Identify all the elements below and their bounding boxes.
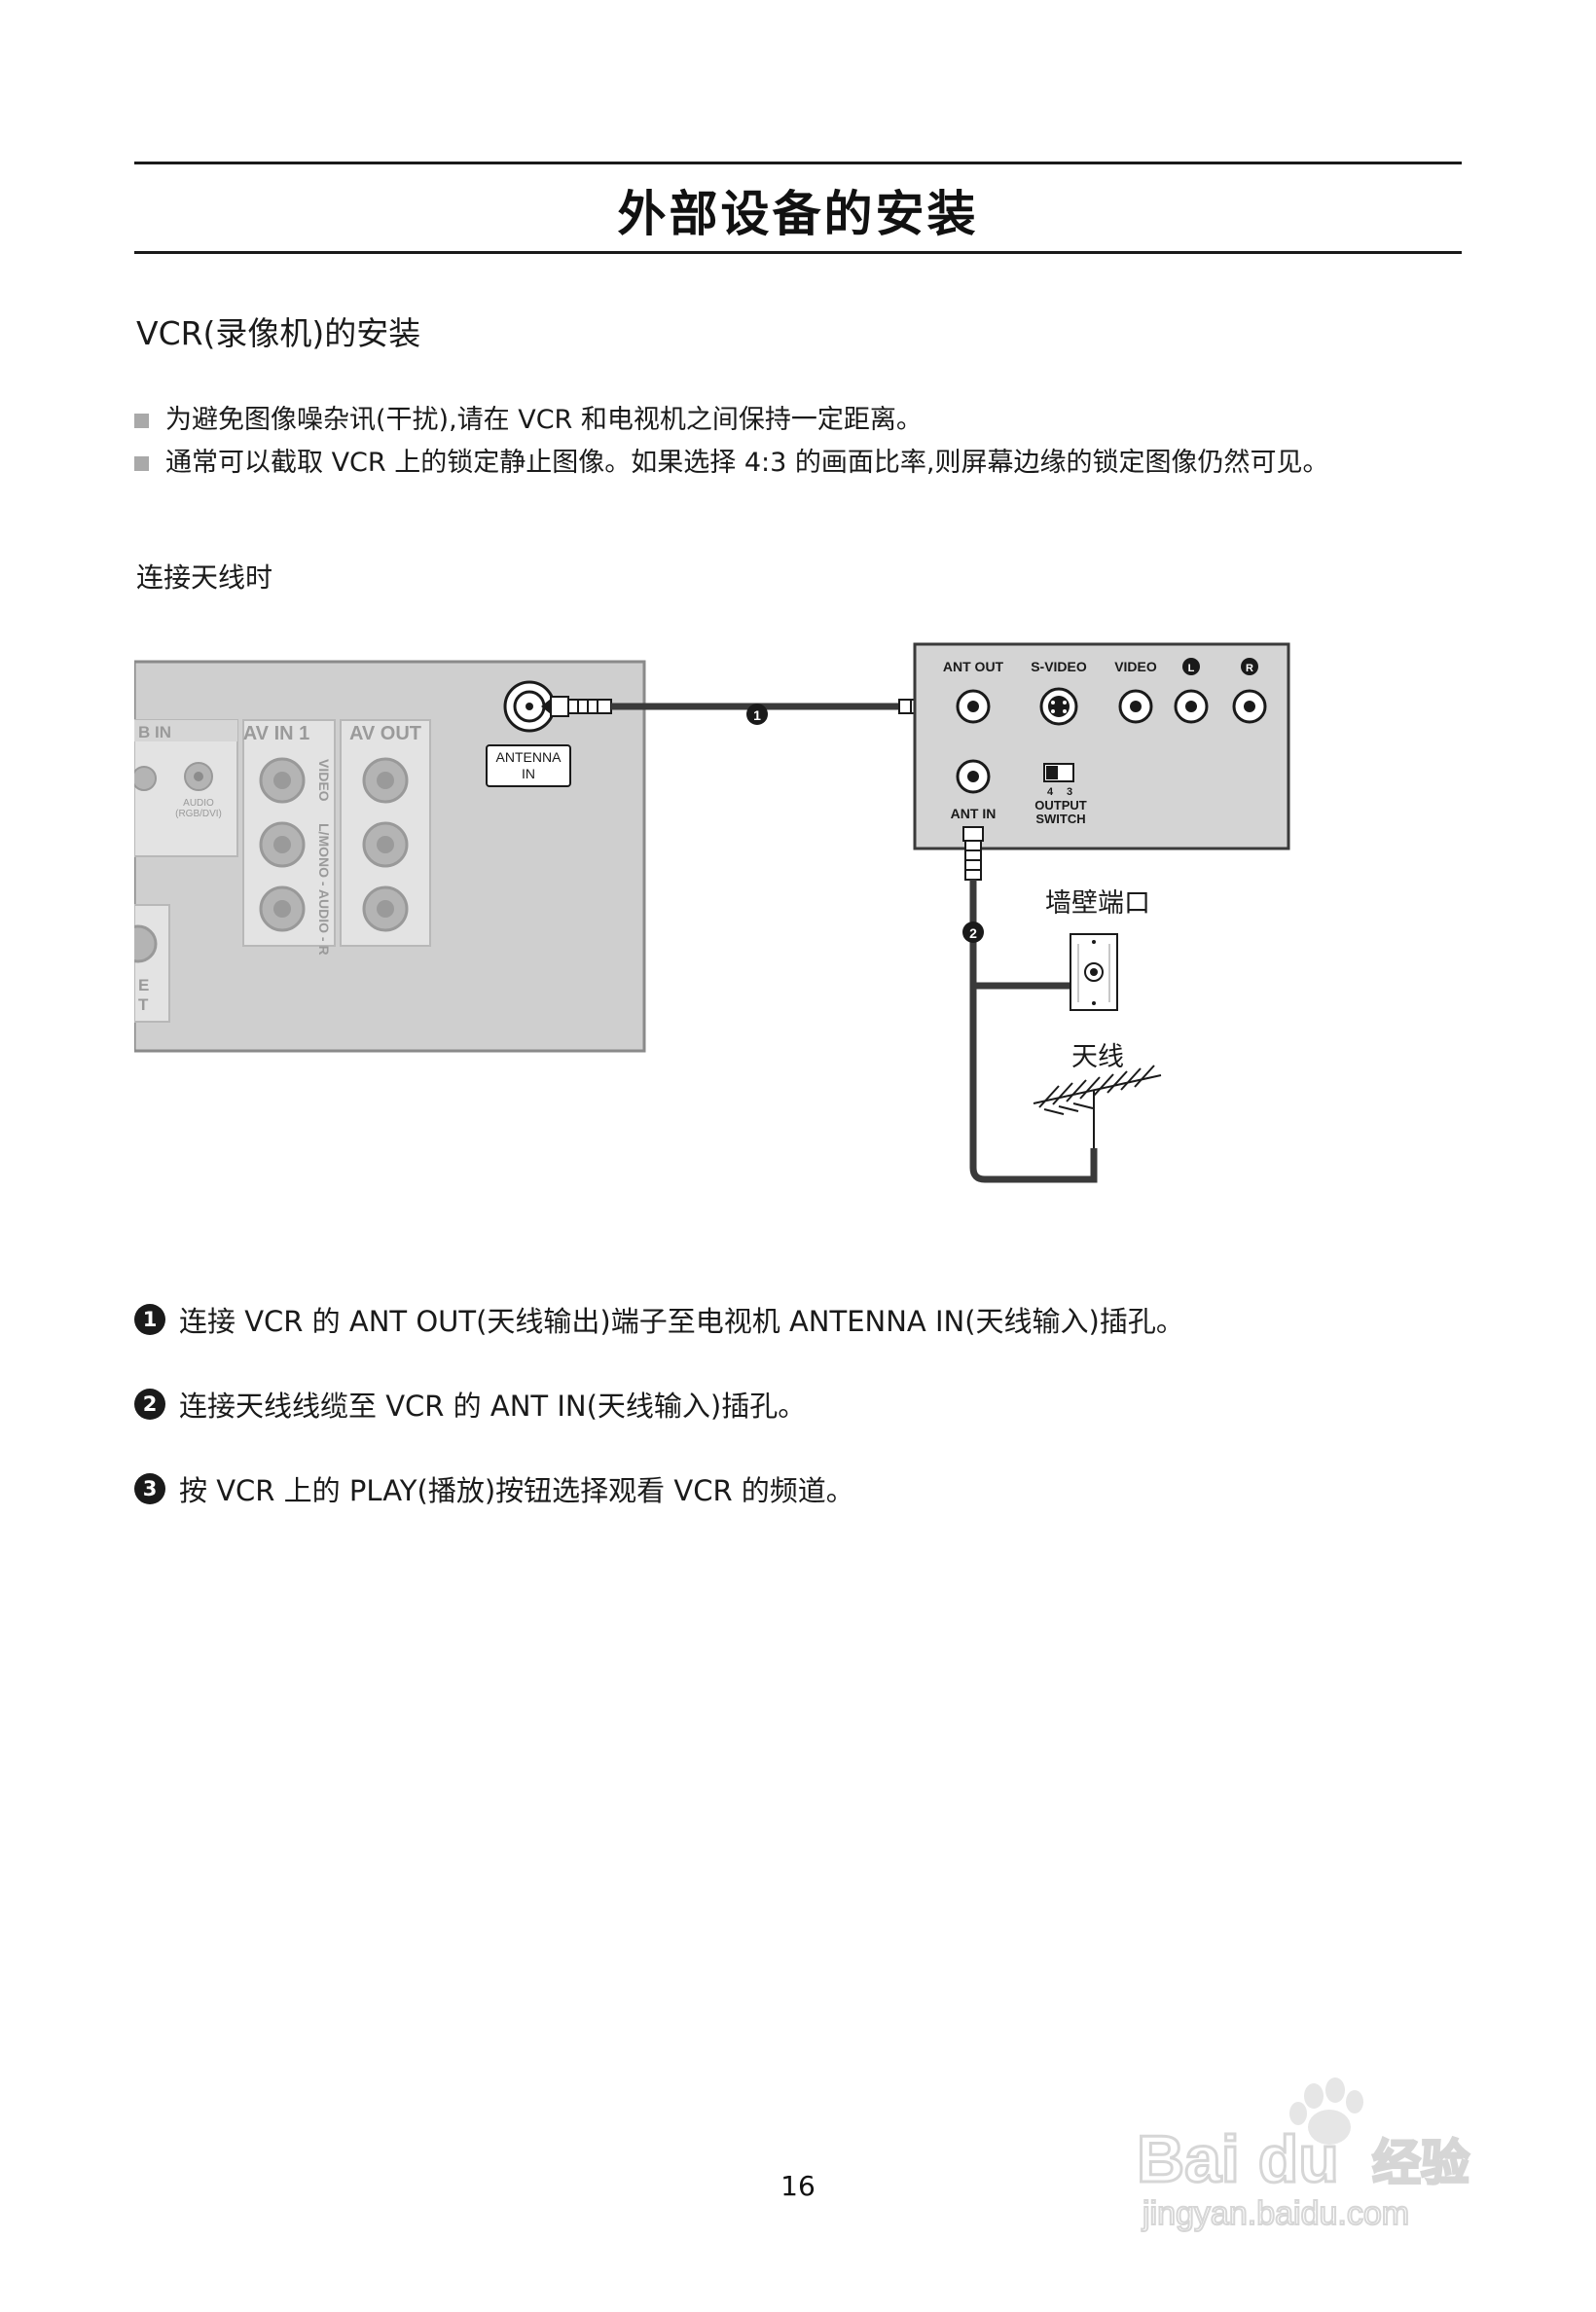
title-top-rule xyxy=(134,162,1462,164)
av-out-label: AV OUT xyxy=(349,723,421,744)
bullet-item: 通常可以截取 VCR 上的锁定静止图像。如果选择 4:3 的画面比率,则屏幕边缘… xyxy=(134,444,1468,483)
antenna-in-label-line1: ANTENNA xyxy=(496,749,562,765)
antenna-icon xyxy=(1033,1065,1162,1148)
step-item: 3 按 VCR 上的 PLAY(播放)按钮选择观看 VCR 的频道。 xyxy=(134,1446,1477,1531)
subheading: 连接天线时 xyxy=(136,561,273,594)
audio-rgb-label: AUDIO xyxy=(183,798,214,809)
audio-left-label: L xyxy=(1188,663,1195,674)
page-title: 外部设备的安装 xyxy=(617,186,979,242)
step-number-badge: 2 xyxy=(134,1388,165,1420)
tv-rear-panel: B IN AUDIO (RGB/DVI) AV IN 1 VIDEO L/MON… xyxy=(119,660,646,1053)
wall-port-label: 墙壁端口 xyxy=(1045,888,1150,919)
paw-icon xyxy=(1289,2077,1363,2145)
connection-diagram: B IN AUDIO (RGB/DVI) AV IN 1 VIDEO L/MON… xyxy=(119,623,1322,1210)
step-text: 连接 VCR 的 ANT OUT(天线输出)端子至电视机 ANTENNA IN(… xyxy=(179,1304,1184,1338)
section-title: VCR(录像机)的安装 xyxy=(136,314,421,352)
page-number: 16 xyxy=(780,2170,816,2202)
title-bottom-rule xyxy=(134,251,1462,254)
callout-2-icon xyxy=(962,921,984,943)
step-list: 1 连接 VCR 的 ANT OUT(天线输出)端子至电视机 ANTENNA I… xyxy=(134,1277,1477,1531)
audio-rgb-sub-label: (RGB/DVI) xyxy=(175,809,222,819)
switch-4-label: 4 xyxy=(1047,786,1054,798)
step-item: 1 连接 VCR 的 ANT OUT(天线输出)端子至电视机 ANTENNA I… xyxy=(134,1277,1477,1361)
cut-label-t: T xyxy=(138,995,149,1014)
bullet-list: 为避免图像噪杂讯(干扰),请在 VCR 和电视机之间保持一定距离。 通常可以截取… xyxy=(134,401,1468,483)
watermark-url: jingyan.baidu.com xyxy=(1142,2195,1409,2232)
callout-2-number: 2 xyxy=(969,925,977,941)
audio-right-label: R xyxy=(1246,663,1253,674)
square-bullet-icon xyxy=(134,456,149,471)
vcr-rear-panel: ANT OUT S-VIDEO VIDEO L R ANT IN 4 3 OUT xyxy=(913,642,1290,850)
ant-in-label: ANT IN xyxy=(951,806,997,821)
audio-lr-vertical-label: L/MONO - AUDIO - R xyxy=(316,823,332,956)
step-text: 连接天线线缆至 VCR 的 ANT IN(天线输入)插孔。 xyxy=(179,1389,807,1423)
watermark-brand-cn: 经验 xyxy=(1372,2135,1469,2191)
antenna-label: 天线 xyxy=(1071,1042,1124,1072)
cut-label-e: E xyxy=(138,976,149,994)
s-video-label: S-VIDEO xyxy=(1031,659,1087,674)
cable-1: 1 xyxy=(541,696,957,725)
step-item: 2 连接天线线缆至 VCR 的 ANT IN(天线输入)插孔。 xyxy=(134,1361,1477,1446)
bullet-text: 为避免图像噪杂讯(干扰),请在 VCR 和电视机之间保持一定距离。 xyxy=(165,405,923,435)
rgb-in-label: B IN xyxy=(138,723,171,741)
output-switch-label-line2: SWITCH xyxy=(1035,812,1085,826)
square-bullet-icon xyxy=(134,414,149,428)
callout-1-icon xyxy=(746,704,768,725)
cable-2: 2 墙壁端口 天线 xyxy=(962,826,1162,1183)
bullet-text: 通常可以截取 VCR 上的锁定静止图像。如果选择 4:3 的画面比率,则屏幕边缘… xyxy=(165,448,1329,478)
antenna-in-label-line2: IN xyxy=(522,766,535,781)
bullet-item: 为避免图像噪杂讯(干扰),请在 VCR 和电视机之间保持一定距离。 xyxy=(134,401,1468,440)
callout-1-number: 1 xyxy=(753,707,761,723)
watermark-brand: Bai du xyxy=(1137,2122,1339,2196)
step-number-badge: 3 xyxy=(134,1472,165,1504)
vcr-video-label: VIDEO xyxy=(1114,659,1157,674)
output-switch-label-line1: OUTPUT xyxy=(1034,798,1087,813)
ant-out-label: ANT OUT xyxy=(943,659,1004,674)
av-in-label: AV IN 1 xyxy=(243,723,310,744)
baidu-watermark: Bai du 经验 jingyan.baidu.com xyxy=(1129,2063,1518,2242)
video-vertical-label: VIDEO xyxy=(316,759,332,802)
step-text: 按 VCR 上的 PLAY(播放)按钮选择观看 VCR 的频道。 xyxy=(179,1473,854,1507)
switch-3-label: 3 xyxy=(1067,786,1072,798)
step-number-badge: 1 xyxy=(134,1303,165,1335)
